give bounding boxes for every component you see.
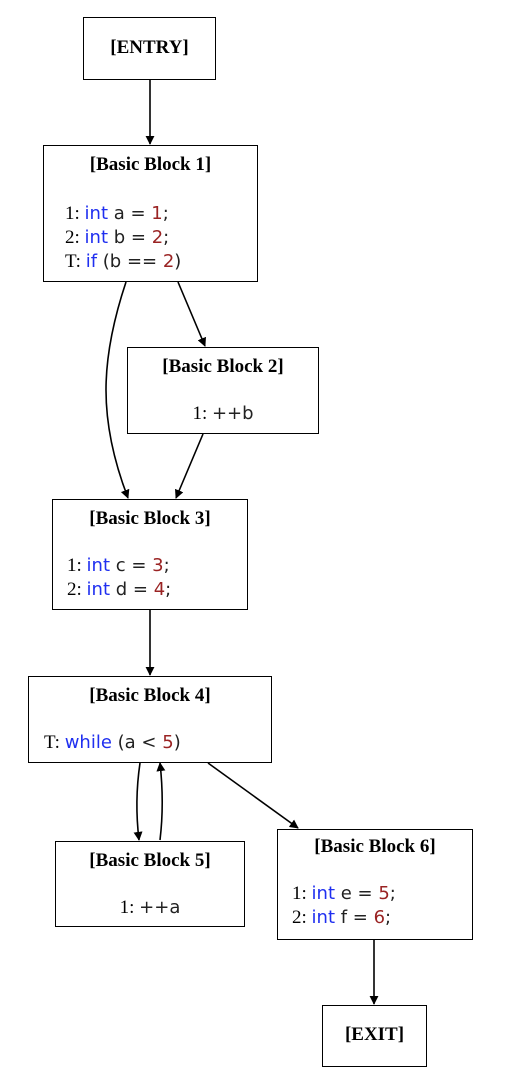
node-title: [Basic Block 2] [162,356,284,377]
code-text: ; [162,203,169,224]
edge-bb4-to-bb6 [207,762,299,829]
line-number: 2: [65,227,85,248]
node-basic-block-6: [Basic Block 6] 1: int e = 5;2: int f = … [277,829,473,940]
line-number: 2: [292,907,312,928]
code-text: e = [335,883,379,904]
code-text: (a < [111,732,163,753]
node-title: [ENTRY] [110,37,189,58]
code-keyword: int [311,907,335,928]
code-literal: 2 [162,251,175,272]
code-keyword: int [86,555,110,576]
line-number: 1: [119,897,140,918]
code-lines: 1: int a = 1;2: int b = 2;T: if (b == 2) [44,202,257,274]
code-line: 1: int c = 3; [67,554,247,578]
code-text: ; [385,907,392,928]
node-title: [Basic Block 5] [89,850,211,871]
code-text: ; [165,579,172,600]
code-text: d = [110,579,154,600]
code-literal: 4 [153,579,166,600]
node-title: [Basic Block 4] [89,685,211,706]
code-line: T: if (b == 2) [65,250,257,274]
edge-bb5-to-bb4 [156,762,166,841]
code-literal: 5 [378,883,390,904]
code-line: 1: int e = 5; [292,882,472,906]
code-keyword: while [64,732,112,753]
code-lines: 1: ++a [56,896,244,920]
code-text: (b == [97,251,163,272]
node-exit: [EXIT] [322,1005,427,1067]
code-text: ; [389,883,396,904]
node-basic-block-2: [Basic Block 2] 1: ++b [127,347,319,434]
code-literal: 5 [162,732,174,753]
code-line: 2: int f = 6; [292,906,472,930]
code-text: ) [173,732,181,753]
code-literal: 1 [151,203,163,224]
line-number: 1: [65,203,85,224]
code-keyword: int [86,579,110,600]
code-lines: T: while (a < 5) [29,731,271,755]
edge-bb2-to-bb3 [175,433,204,499]
code-text: ; [163,555,170,576]
line-number: 1: [292,883,312,904]
code-lines: 1: int e = 5;2: int f = 6; [278,882,472,930]
code-line: 1: ++a [56,896,244,920]
edge-bb4-to-bb5 [133,762,143,841]
node-title: [Basic Block 6] [314,836,436,857]
code-lines: 1: ++b [128,402,318,426]
code-line: 2: int b = 2; [65,226,257,250]
code-line: 1: int a = 1; [65,202,257,226]
code-keyword: int [84,227,108,248]
code-text: b = [108,227,152,248]
line-number: 2: [67,579,87,600]
code-line: T: while (a < 5) [44,731,271,755]
line-number: 1: [67,555,87,576]
code-keyword: int [84,203,108,224]
code-text: ; [163,227,170,248]
code-line: 1: ++b [128,402,318,426]
code-line: 2: int d = 4; [67,578,247,602]
code-literal: 6 [373,907,386,928]
node-basic-block-4: [Basic Block 4] T: while (a < 5) [28,676,272,763]
line-number: T: [44,732,65,753]
code-literal: 3 [152,555,164,576]
code-text: c = [110,555,153,576]
code-lines: 1: int c = 3;2: int d = 4; [53,554,247,602]
node-basic-block-5: [Basic Block 5] 1: ++a [55,841,245,927]
node-basic-block-1: [Basic Block 1] 1: int a = 1;2: int b = … [43,145,258,282]
node-entry: [ENTRY] [83,17,216,80]
code-text: a = [108,203,152,224]
code-text: ++a [139,897,181,918]
node-title: [EXIT] [344,1024,405,1045]
line-number: T: [65,251,86,272]
code-text: ) [174,251,182,272]
code-keyword: if [85,251,98,272]
edge-bb1-to-bb2 [177,281,206,347]
edge-bb1-to-bb3 [105,281,130,499]
line-number: 1: [192,403,212,424]
code-keyword: int [311,883,335,904]
node-title: [Basic Block 3] [89,508,211,529]
code-literal: 2 [151,227,164,248]
node-title: [Basic Block 1] [89,154,212,175]
code-text: f = [335,907,374,928]
code-text: ++b [211,403,254,424]
node-basic-block-3: [Basic Block 3] 1: int c = 3;2: int d = … [52,499,248,610]
